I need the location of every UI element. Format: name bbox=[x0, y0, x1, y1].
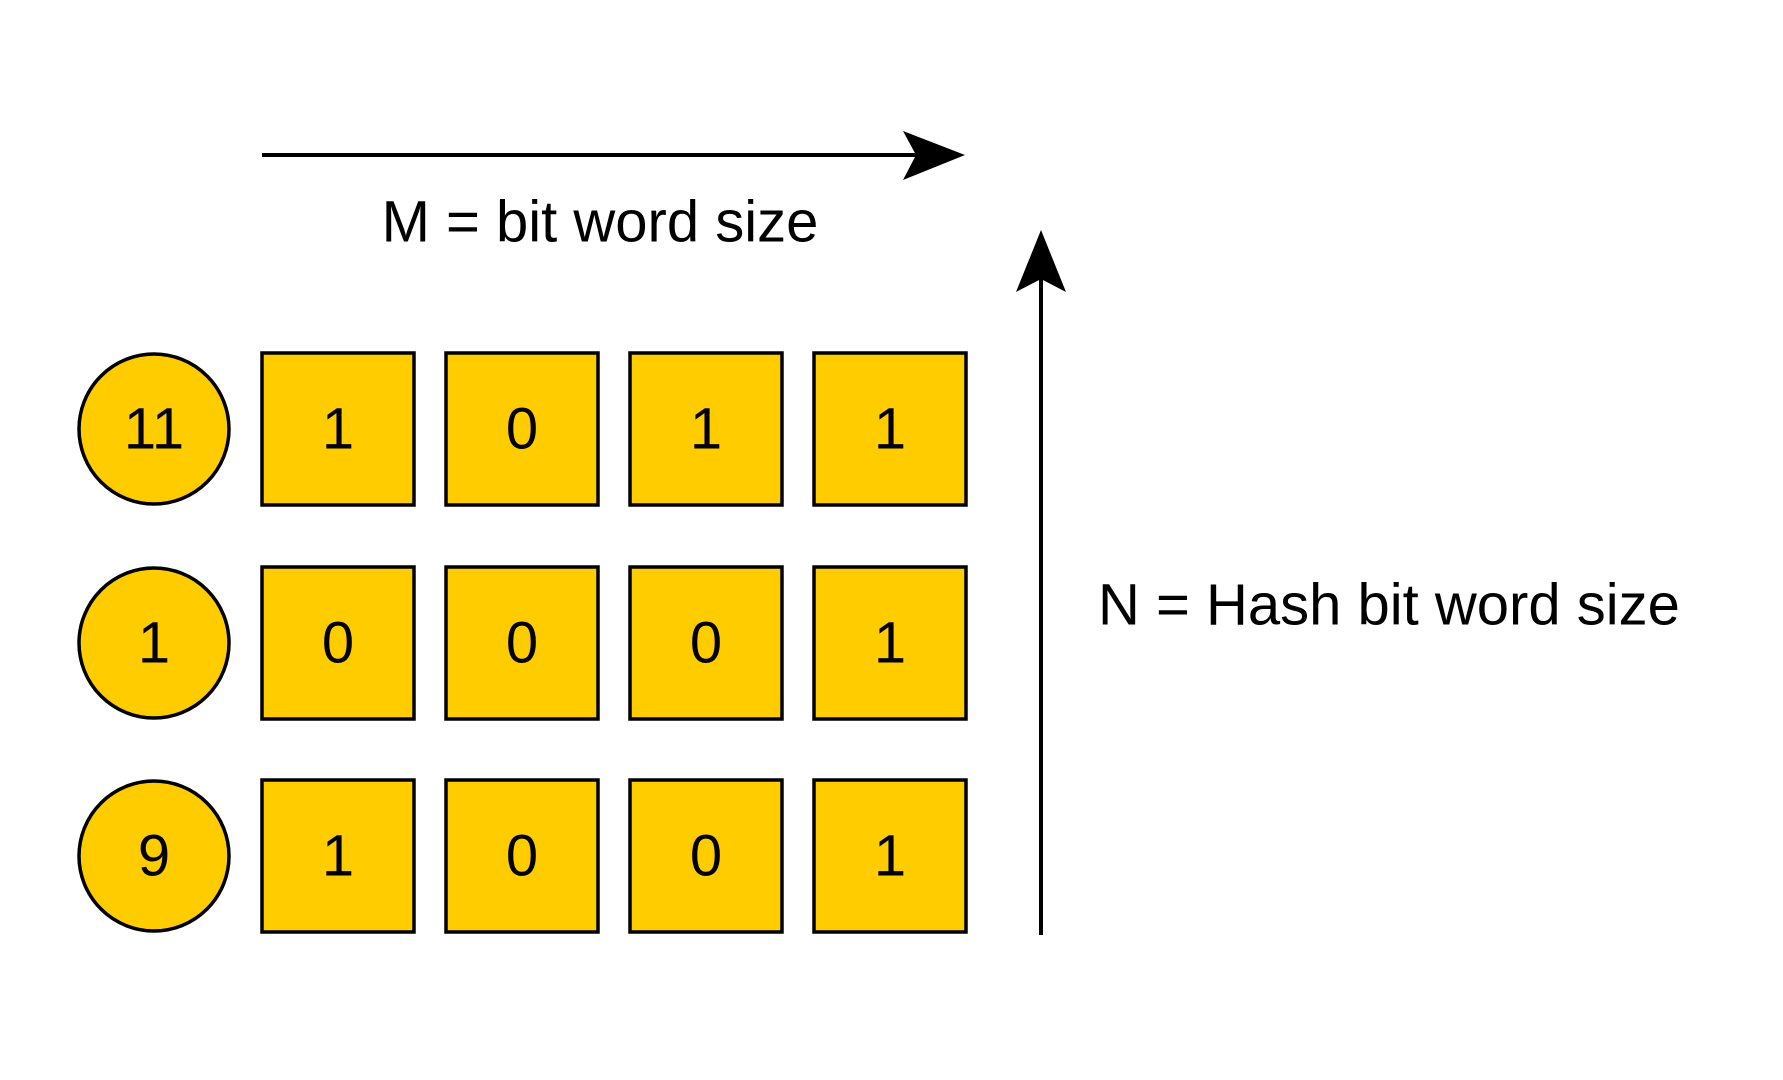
bit-cell bbox=[812, 778, 968, 934]
value-label: 11 bbox=[124, 397, 184, 462]
bit-cell bbox=[444, 565, 600, 721]
bit-value: 0 bbox=[690, 611, 722, 676]
bit-cell bbox=[260, 565, 416, 721]
bit-value: 0 bbox=[506, 397, 538, 462]
n-axis-arrowhead bbox=[1016, 230, 1066, 292]
bit-cell bbox=[260, 351, 416, 507]
bit-value: 1 bbox=[874, 397, 906, 462]
m-axis-arrowhead bbox=[903, 131, 965, 180]
bit-value: 0 bbox=[690, 824, 722, 889]
bit-cell bbox=[628, 565, 784, 721]
m-axis-label: M = bit word size bbox=[382, 190, 819, 255]
n-axis: N = Hash bit word size bbox=[1016, 230, 1680, 935]
bit-cell bbox=[260, 778, 416, 934]
value-label: 1 bbox=[138, 611, 170, 676]
value-circle bbox=[77, 779, 231, 933]
bit-value: 0 bbox=[506, 611, 538, 676]
bit-cell bbox=[628, 351, 784, 507]
bit-value: 1 bbox=[322, 824, 354, 889]
bit-cell bbox=[812, 351, 968, 507]
value-circle bbox=[77, 566, 231, 720]
bit-value: 1 bbox=[322, 397, 354, 462]
hash-row: 9 1 0 0 1 bbox=[77, 778, 968, 934]
bit-value: 0 bbox=[322, 611, 354, 676]
value-label: 9 bbox=[138, 824, 170, 889]
bit-value: 1 bbox=[874, 611, 906, 676]
bit-cell bbox=[444, 778, 600, 934]
bit-value: 1 bbox=[690, 397, 722, 462]
hash-row: 1 0 0 0 1 bbox=[77, 565, 968, 721]
n-axis-label: N = Hash bit word size bbox=[1098, 573, 1680, 638]
bit-cell bbox=[444, 351, 600, 507]
bit-value: 1 bbox=[874, 824, 906, 889]
bit-value: 0 bbox=[506, 824, 538, 889]
bit-cell bbox=[628, 778, 784, 934]
m-axis: M = bit word size bbox=[262, 131, 965, 255]
bit-cell bbox=[812, 565, 968, 721]
value-circle bbox=[77, 352, 231, 506]
